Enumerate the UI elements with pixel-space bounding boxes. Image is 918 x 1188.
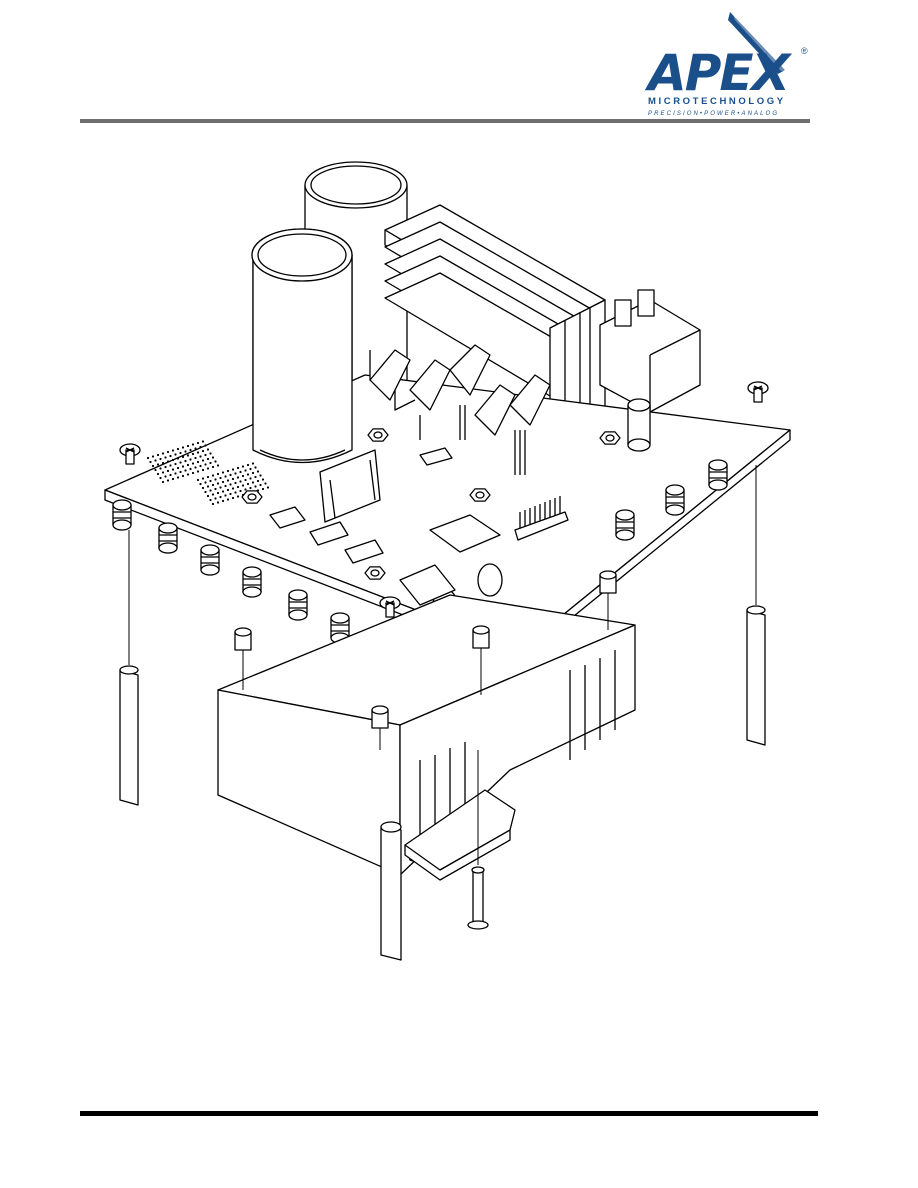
header-rule (80, 119, 810, 123)
logo-wordmark: APEX (648, 44, 790, 102)
bottom-bracket (404, 789, 516, 881)
mounting-screws (119, 381, 769, 618)
assembly-guide-lines (128, 465, 757, 865)
standoffs (119, 605, 766, 961)
terminal-block (599, 289, 701, 413)
spacers (234, 570, 617, 729)
power-transistors (369, 344, 551, 475)
assembly-drawing (90, 150, 810, 970)
logo-arrow-graphic (728, 12, 787, 74)
via-grid (146, 440, 270, 506)
bnc-right (627, 398, 651, 452)
logo-tagline: PRECISION•POWER•ANALOG (648, 111, 780, 117)
logo-trademark: ® (801, 46, 808, 56)
apex-logo (640, 10, 820, 122)
ribbon-connector (319, 449, 381, 523)
capacitor-front-body (251, 228, 353, 464)
header-pins (514, 496, 569, 541)
footer-rule (80, 1111, 818, 1116)
logo-subtitle: MICROTECHNOLOGY (648, 96, 786, 107)
ic-packages (269, 447, 453, 564)
upper-heatsink (384, 204, 606, 441)
